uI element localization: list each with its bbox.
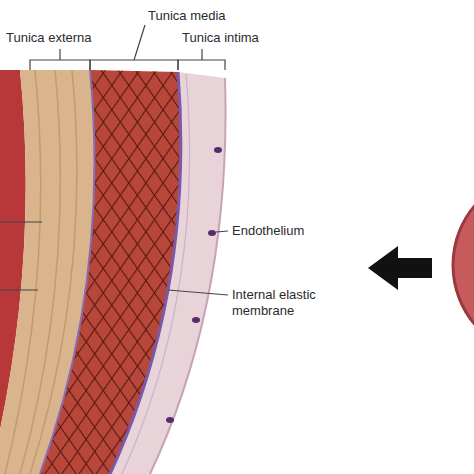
elastic-membrane xyxy=(110,72,181,474)
endothelial-cell xyxy=(208,230,216,236)
layer-name: Tunica media xyxy=(148,8,226,24)
layer-name: Tunica externa xyxy=(6,30,92,46)
direction-arrow xyxy=(368,246,432,290)
intima-layer xyxy=(110,72,226,474)
vessel-section xyxy=(453,173,474,357)
layer-name: Tunica intima xyxy=(182,30,259,46)
part-label: Endothelium xyxy=(232,223,304,239)
leader-lines xyxy=(0,222,228,295)
part-label: Internal elastic membrane xyxy=(232,287,337,319)
